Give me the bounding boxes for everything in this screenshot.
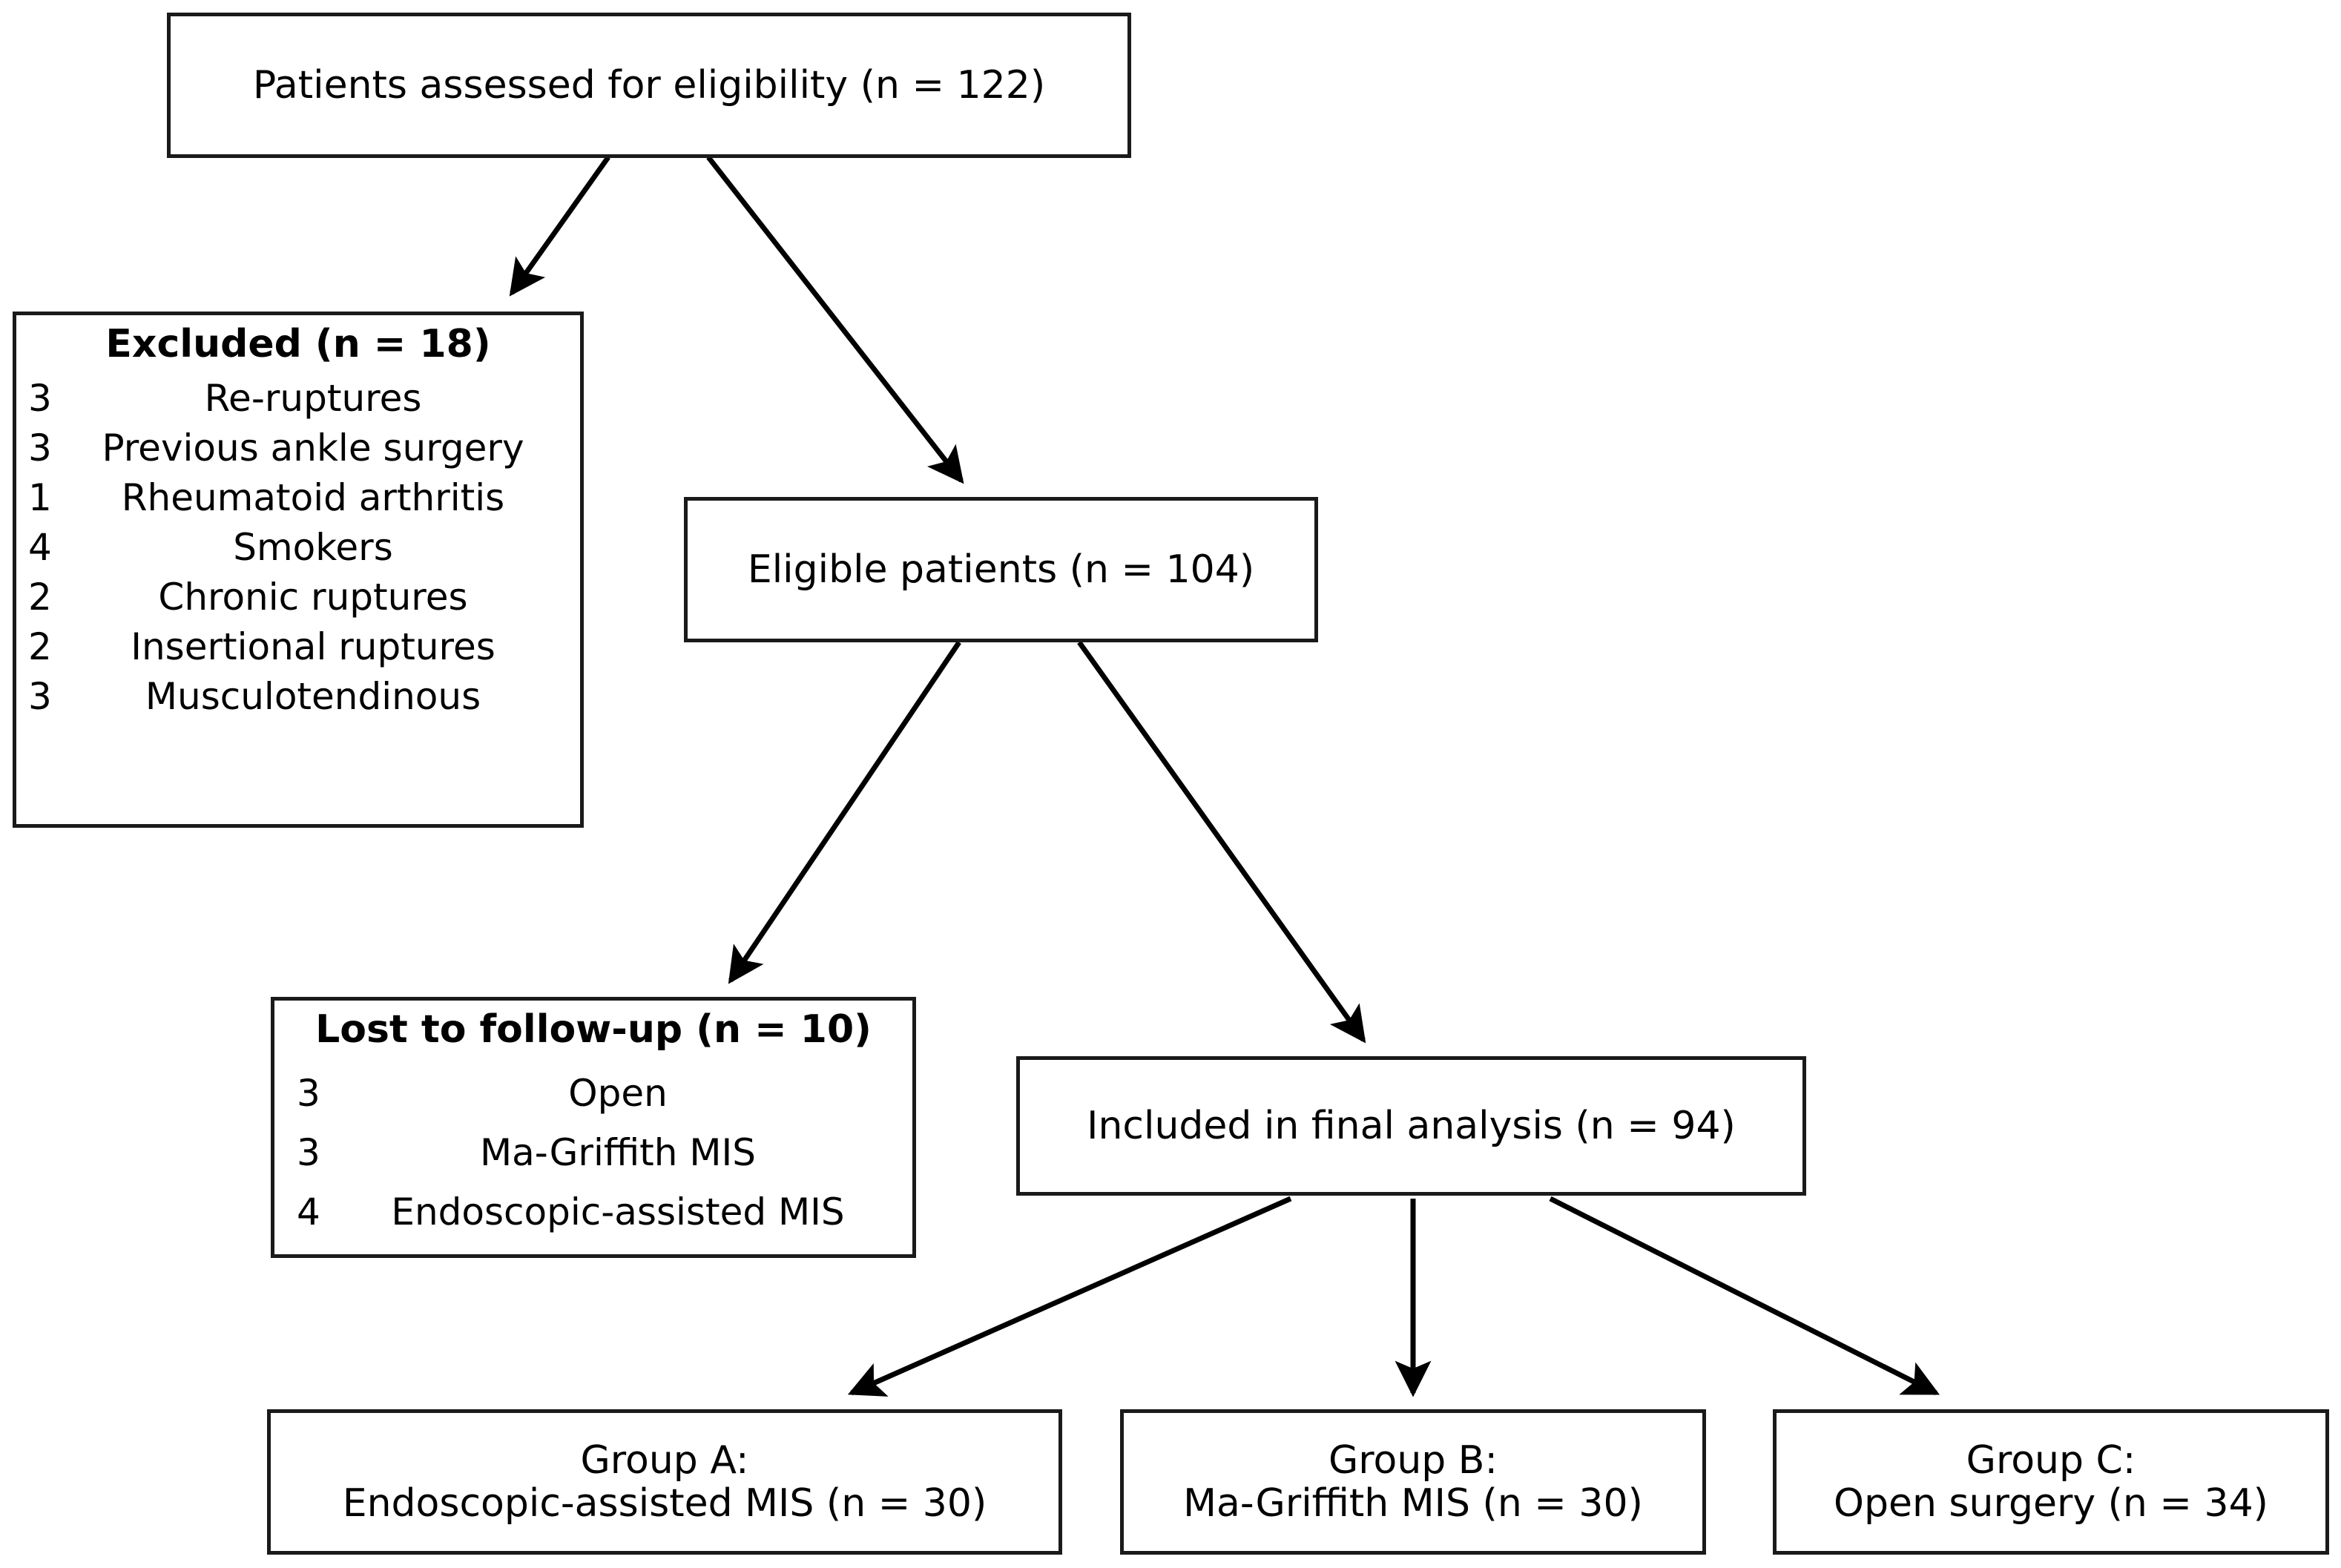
node-group-a[interactable]: Group A: Endoscopic-assisted MIS (n = 30… — [267, 1409, 1062, 1555]
node-patients-assessed-label: Patients assessed for eligibility (n = 1… — [252, 62, 1046, 108]
node-eligible-patients[interactable]: Eligible patients (n = 104) — [684, 497, 1318, 642]
edge-eligible-to-included — [1077, 640, 1366, 1044]
item-label: Musculotendinous — [145, 675, 481, 719]
item-label: Insertional ruptures — [131, 625, 495, 669]
item-label: Chronic ruptures — [158, 576, 468, 619]
list-item: 2 Chronic ruptures — [28, 576, 568, 619]
list-item: 3 Re-ruptures — [28, 377, 568, 420]
list-item: 3 Previous ankle surgery — [28, 426, 568, 470]
node-excluded[interactable]: Excluded (n = 18) 3 Re-ruptures 3 Previo… — [13, 312, 584, 828]
node-group-c[interactable]: Group C: Open surgery (n = 34) — [1773, 1409, 2329, 1555]
node-included-final-analysis-label: Included in final analysis (n = 94) — [1087, 1103, 1736, 1148]
node-group-a-label: Group A: Endoscopic-assisted MIS (n = 30… — [342, 1437, 987, 1526]
item-label: Previous ankle surgery — [102, 426, 524, 470]
item-label: Open — [568, 1072, 668, 1116]
node-patients-assessed[interactable]: Patients assessed for eligibility (n = 1… — [167, 13, 1131, 158]
item-count: 3 — [297, 1072, 320, 1116]
edge-assessed-to-eligible — [706, 155, 964, 484]
item-count: 3 — [28, 377, 52, 421]
item-label: Re-ruptures — [204, 377, 422, 421]
list-item: 3 Ma-Griffith MIS — [286, 1131, 900, 1174]
node-lost-to-followup-heading: Lost to follow-up (n = 10) — [315, 1007, 872, 1052]
node-group-b-label: Group B: Ma-Griffith MIS (n = 30) — [1183, 1437, 1643, 1526]
node-eligible-patients-label: Eligible patients (n = 104) — [747, 547, 1255, 592]
edge-assessed-to-excluded — [509, 155, 610, 297]
list-item: 3 Musculotendinous — [28, 675, 568, 718]
list-item: 2 Insertional ruptures — [28, 625, 568, 668]
list-item: 3 Open — [286, 1072, 900, 1115]
edge-included-to-group-a — [847, 1196, 1292, 1397]
edge-included-to-group-c — [1549, 1196, 1940, 1396]
excluded-items-list: 3 Re-ruptures 3 Previous ankle surgery 1… — [28, 370, 568, 718]
node-group-b[interactable]: Group B: Ma-Griffith MIS (n = 30) — [1120, 1409, 1706, 1555]
item-count: 2 — [28, 576, 52, 619]
list-item: 4 Smokers — [28, 526, 568, 569]
item-count: 1 — [28, 476, 52, 520]
node-excluded-heading: Excluded (n = 18) — [105, 322, 491, 366]
list-item: 4 Endoscopic-assisted MIS — [286, 1190, 900, 1233]
item-label: Smokers — [233, 526, 393, 570]
item-count: 3 — [28, 426, 52, 470]
item-count: 4 — [28, 526, 52, 570]
edge-eligible-to-lost — [728, 641, 961, 984]
node-lost-to-followup[interactable]: Lost to follow-up (n = 10) 3 Open 3 Ma-G… — [271, 997, 916, 1258]
item-label: Ma-Griffith MIS — [480, 1131, 756, 1175]
node-included-final-analysis[interactable]: Included in final analysis (n = 94) — [1016, 1056, 1806, 1196]
node-group-c-label: Group C: Open surgery (n = 34) — [1834, 1437, 2268, 1526]
item-count: 3 — [297, 1131, 320, 1175]
item-label: Rheumatoid arthritis — [121, 476, 505, 520]
item-count: 3 — [28, 675, 52, 719]
item-count: 4 — [297, 1190, 320, 1234]
list-item: 1 Rheumatoid arthritis — [28, 476, 568, 519]
item-count: 2 — [28, 625, 52, 669]
lost-items-list: 3 Open 3 Ma-Griffith MIS 4 Endoscopic-as… — [286, 1055, 900, 1233]
item-label: Endoscopic-assisted MIS — [391, 1190, 845, 1234]
